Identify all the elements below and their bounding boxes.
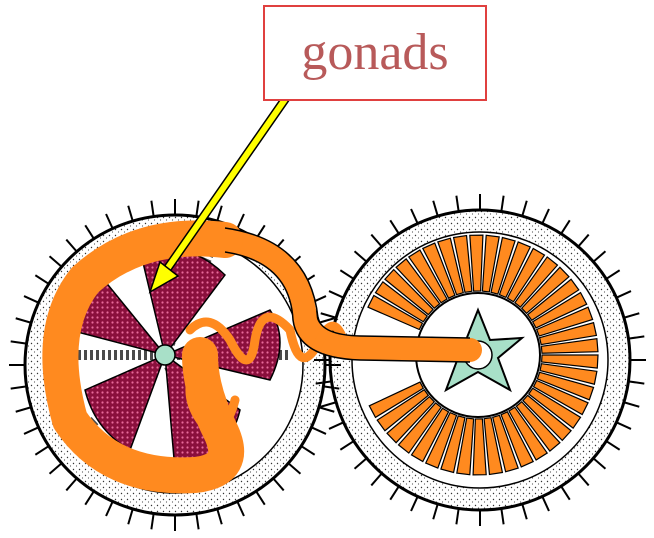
tentacle bbox=[196, 513, 198, 529]
tentacle bbox=[321, 313, 336, 318]
tentacle bbox=[329, 422, 344, 429]
gonads-label: gonads bbox=[301, 27, 448, 79]
tentacle bbox=[593, 251, 605, 261]
tentacle bbox=[606, 441, 619, 450]
tentacle bbox=[616, 422, 631, 429]
tentacle bbox=[371, 235, 381, 247]
tentacle bbox=[106, 501, 113, 516]
tentacle bbox=[606, 270, 619, 279]
tentacle bbox=[501, 196, 503, 212]
tentacle bbox=[578, 235, 588, 247]
tentacle bbox=[624, 402, 639, 407]
tentacle bbox=[340, 270, 353, 279]
tentacle bbox=[456, 508, 458, 524]
tentacle bbox=[106, 214, 113, 229]
tentacle bbox=[288, 463, 300, 473]
tentacle bbox=[433, 504, 438, 519]
tentacle bbox=[390, 220, 399, 233]
tentacle bbox=[371, 473, 381, 485]
tentacle bbox=[196, 201, 198, 217]
tentacle bbox=[128, 509, 133, 524]
tentacle bbox=[237, 214, 244, 229]
tentacle bbox=[340, 441, 353, 450]
tentacle bbox=[128, 206, 133, 221]
tentacle bbox=[593, 458, 605, 468]
gonads-callout-box: gonads bbox=[263, 5, 487, 101]
tentacle bbox=[16, 318, 31, 323]
tentacle bbox=[578, 473, 588, 485]
left-center-canal bbox=[155, 345, 175, 365]
tentacle bbox=[151, 513, 153, 529]
tentacle bbox=[628, 336, 644, 338]
tentacle bbox=[561, 486, 570, 499]
tentacle bbox=[433, 201, 438, 216]
tentacle bbox=[390, 486, 399, 499]
tentacle bbox=[628, 381, 644, 383]
tentacle bbox=[355, 251, 367, 261]
tentacle bbox=[456, 196, 458, 212]
tentacle bbox=[217, 509, 222, 524]
tentacle bbox=[151, 201, 153, 217]
tentacle bbox=[522, 504, 527, 519]
tentacle bbox=[11, 386, 27, 388]
tentacle bbox=[273, 478, 283, 490]
tentacle bbox=[411, 496, 418, 511]
tentacle bbox=[11, 341, 27, 343]
tentacle bbox=[616, 291, 631, 298]
tentacle bbox=[24, 427, 39, 434]
tentacle bbox=[66, 478, 76, 490]
tentacle bbox=[237, 501, 244, 516]
tentacle bbox=[85, 225, 94, 238]
tentacle bbox=[85, 491, 94, 504]
tentacle bbox=[50, 463, 62, 473]
tentacle bbox=[66, 240, 76, 252]
tentacle bbox=[256, 491, 265, 504]
tentacle bbox=[217, 206, 222, 221]
tentacle bbox=[329, 291, 344, 298]
tentacle bbox=[301, 446, 314, 455]
tentacle bbox=[411, 209, 418, 224]
tentacle bbox=[16, 407, 31, 412]
tentacle bbox=[542, 496, 549, 511]
tentacle bbox=[542, 209, 549, 224]
tentacle bbox=[624, 313, 639, 318]
tentacle bbox=[24, 296, 39, 303]
tentacle bbox=[35, 446, 48, 455]
tentacle bbox=[319, 407, 334, 412]
tentacle bbox=[561, 220, 570, 233]
tentacle bbox=[50, 256, 62, 266]
tentacle bbox=[311, 427, 326, 434]
tentacle bbox=[35, 275, 48, 284]
tentacle bbox=[522, 201, 527, 216]
tentacle bbox=[321, 402, 336, 407]
tentacle bbox=[501, 508, 503, 524]
tentacle bbox=[355, 458, 367, 468]
